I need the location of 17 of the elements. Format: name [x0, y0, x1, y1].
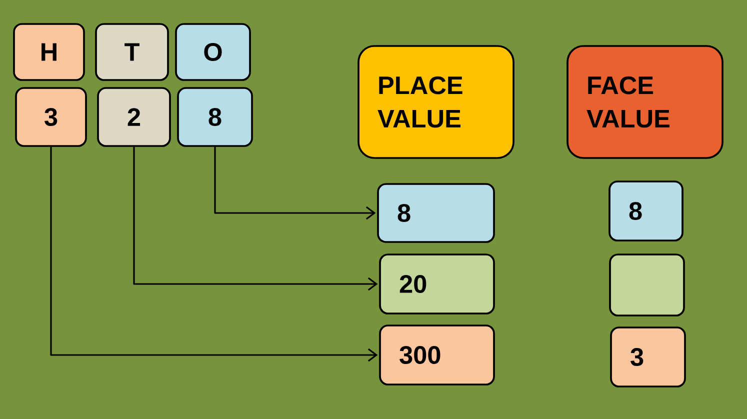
arrow — [214, 146, 376, 220]
value-box: 300 — [379, 324, 495, 386]
heading-box: FACE VALUE — [566, 45, 724, 159]
arrow — [133, 146, 378, 291]
column-header: H — [13, 23, 85, 81]
digit-box: 8 — [177, 87, 253, 147]
column-header: T — [95, 23, 169, 81]
value-box: 20 — [379, 254, 495, 314]
column-header: O — [175, 23, 251, 81]
arrow — [50, 146, 378, 362]
value-box — [609, 254, 685, 316]
digit-box: 2 — [97, 87, 171, 147]
value-box: 8 — [377, 183, 495, 243]
value-box: 3 — [610, 326, 686, 388]
value-box: 8 — [608, 180, 684, 242]
heading-box: PLACE VALUE — [358, 45, 514, 159]
digit-box: 3 — [15, 87, 87, 147]
